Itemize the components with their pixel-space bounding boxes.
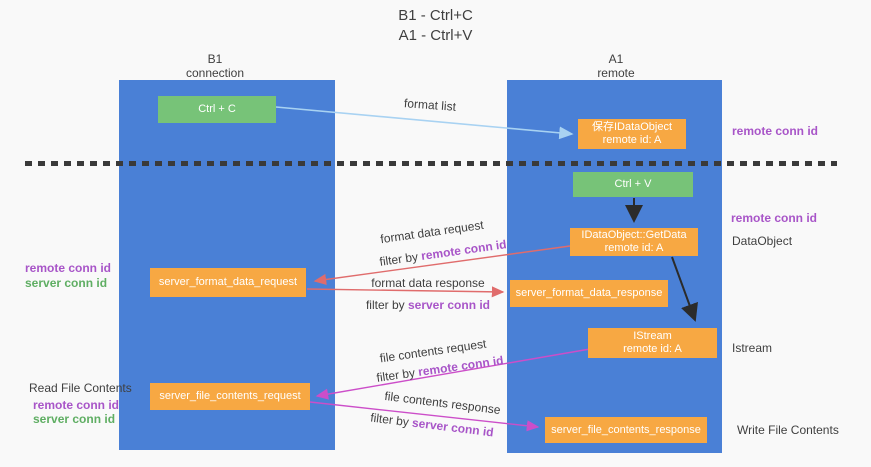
left-remote-conn-id-1: remote conn id [25, 261, 112, 275]
save-idataobject-line1: 保存IDataObject [591, 121, 673, 133]
server-format-data-response-box: server_format_data_response [510, 280, 668, 307]
column-header-a1: A1 remote [541, 52, 691, 80]
save-idataobject-box: 保存IDataObject remote id: A [578, 119, 686, 149]
filter-by-text-2: filter by [365, 298, 408, 312]
phase-separator-dashed-line [25, 161, 837, 166]
format-list-label: format list [403, 96, 457, 114]
title-line-2: A1 - Ctrl+V [398, 27, 473, 44]
format-data-response-label: format data response [371, 276, 485, 290]
diagram-title: B1 - Ctrl+C A1 - Ctrl+V [0, 6, 871, 46]
server-file-contents-response-label: server_file_contents_response [551, 423, 701, 436]
column-a1-role: remote [597, 66, 635, 80]
right-remote-conn-id-top: remote conn id [732, 124, 819, 138]
read-file-contents-label: Read File Contents [29, 381, 132, 395]
filter-by-text-1: filter by [378, 249, 423, 269]
column-b1-role: connection [185, 66, 245, 80]
write-file-contents-label: Write File Contents [737, 423, 839, 437]
idataobject-getdata-box: IDataObject::GetData remote id: A [570, 228, 698, 256]
column-header-b1: B1 connection [140, 52, 290, 80]
server-format-data-response-label: server_format_data_response [515, 287, 663, 299]
ctrl-v-box: Ctrl + V [573, 172, 693, 197]
save-idataobject-line2: remote id: A [602, 134, 662, 146]
right-remote-conn-id-mid: remote conn id [731, 211, 818, 225]
istream-line1: IStream [633, 330, 672, 342]
getdata-line1: IDataObject::GetData [581, 229, 687, 241]
server-file-contents-request-label: server_file_contents_request [159, 390, 301, 402]
column-a1-name: A1 [608, 52, 624, 66]
filter-by-text-4: filter by [369, 410, 413, 430]
istream-line2: remote id: A [623, 343, 682, 355]
left-server-conn-id-2: server conn id [33, 412, 116, 426]
getdata-line2: remote id: A [604, 242, 664, 254]
ctrl-v-label: Ctrl + V [614, 178, 652, 190]
dataobject-label: DataObject [732, 234, 793, 248]
istream-box: IStream remote id: A [588, 328, 717, 358]
server-format-data-request-box: server_format_data_request [150, 268, 306, 297]
column-b1-name: B1 [207, 52, 223, 66]
server-file-contents-response-box: server_file_contents_response [545, 417, 707, 443]
ctrl-c-box: Ctrl + C [158, 96, 276, 123]
remote-conn-id-text-1: remote conn id [420, 237, 508, 263]
ctrl-c-label: Ctrl + C [198, 103, 236, 115]
left-server-conn-id-1: server conn id [25, 276, 108, 290]
server-file-contents-request-box: server_file_contents_request [150, 383, 310, 410]
filter-by-text-3: filter by [375, 365, 420, 385]
left-remote-conn-id-2: remote conn id [33, 398, 120, 412]
server-conn-id-text-1: server conn id [407, 298, 491, 312]
format-data-response-filter-label: filter by server conn id [343, 298, 513, 312]
server-conn-id-text-2: server conn id [411, 415, 495, 440]
title-line-1: B1 - Ctrl+C [398, 7, 473, 24]
istream-side-label: Istream [732, 341, 773, 355]
server-format-data-request-label: server_format_data_request [158, 276, 298, 288]
